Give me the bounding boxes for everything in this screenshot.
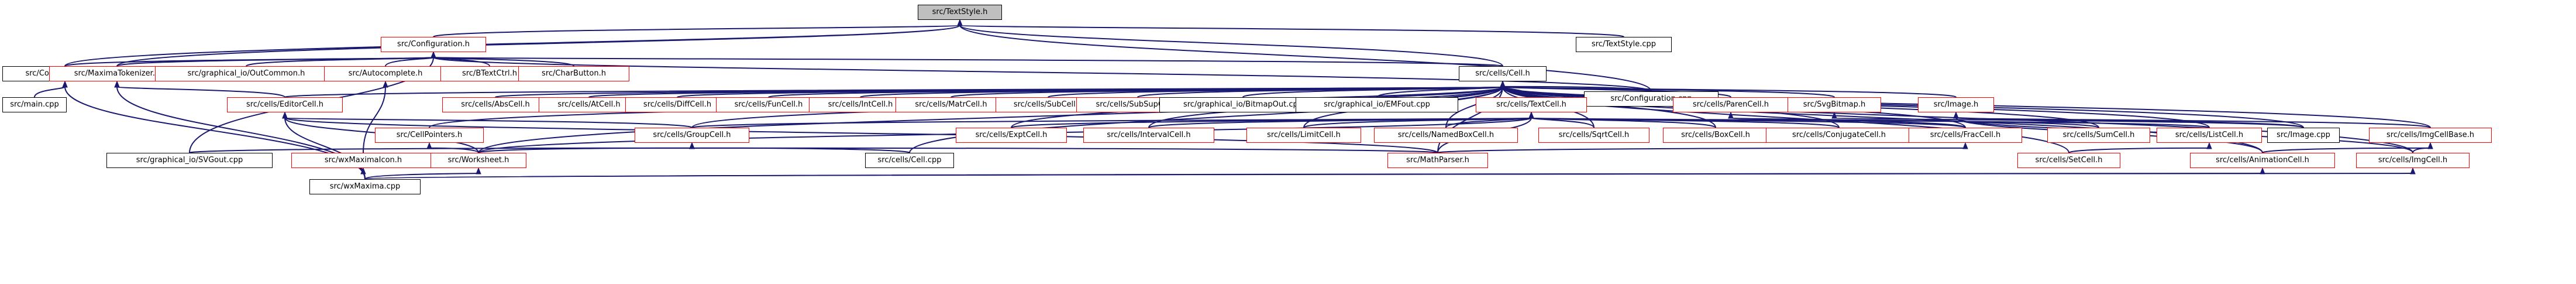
arrowhead <box>1500 80 1506 88</box>
node-abscell-h[interactable]: src/cells/AbsCell.h <box>442 97 549 112</box>
node-groupcell-h[interactable]: src/cells/GroupCell.h <box>635 128 749 143</box>
edge-textstyle-cpp-to-textstyle-h <box>959 25 1624 37</box>
node-matrcell-h[interactable]: src/cells/MatrCell.h <box>896 97 1007 112</box>
node-funcell-h[interactable]: src/cells/FunCell.h <box>716 97 821 112</box>
node-cell-h[interactable]: src/cells/Cell.h <box>1459 66 1547 81</box>
node-sumcell-h[interactable]: src/cells/SumCell.h <box>2047 128 2150 143</box>
node-limitcell-h[interactable]: src/cells/LimitCell.h <box>1246 128 1361 143</box>
node-main-cpp[interactable]: src/main.cpp <box>2 97 67 112</box>
node-wxmaxima-cpp[interactable]: src/wxMaxima.cpp <box>309 179 421 194</box>
node-outcommon-h[interactable]: src/graphical_io/OutCommon.h <box>155 66 338 81</box>
node-autocomplete-h[interactable]: src/Autocomplete.h <box>324 66 447 81</box>
edge-mathparser-h-to-editorcell-h <box>284 117 1438 153</box>
edge-mathparser-h-to-groupcell-h <box>691 147 1438 153</box>
edge-worksheet-h-to-groupcell-h <box>478 147 693 153</box>
arrowhead <box>114 80 120 88</box>
arrowhead <box>2427 142 2433 149</box>
node-svgbitmap-h[interactable]: src/SvgBitmap.h <box>1788 97 1881 112</box>
arrowhead <box>957 19 963 26</box>
edge-wxmaxima-cpp-to-worksheet-h <box>364 173 479 180</box>
node-worksheet-h[interactable]: src/Worksheet.h <box>431 153 526 168</box>
edge-configuration-cpp-to-cell-h <box>1502 85 1652 92</box>
edge-cell-h-to-textstyle-h <box>959 25 1503 67</box>
arrowhead <box>282 111 288 119</box>
edge-groupcell-h-to-editorcell-h <box>284 117 693 128</box>
edge-mathparser-h-to-fraccell-h <box>1437 147 1966 153</box>
edge-setcell-h-to-listcell-h <box>2068 147 2210 153</box>
edge-groupcell-h-to-textcell-h <box>691 117 1532 128</box>
arrowhead <box>1528 111 1534 119</box>
edge-configuration-cpp-to-configuration-h <box>433 57 1652 92</box>
arrowhead <box>1953 111 1959 119</box>
node-cell-cpp[interactable]: src/cells/Cell.cpp <box>865 153 954 168</box>
edge-configuration-cpp-to-textstyle-h <box>959 25 1652 92</box>
arrowhead <box>360 167 366 174</box>
node-listcell-h[interactable]: src/cells/ListCell.h <box>2157 128 2262 143</box>
node-mathparser-h[interactable]: src/MathParser.h <box>1387 153 1488 168</box>
arrowhead <box>383 80 388 88</box>
node-image-h[interactable]: src/Image.h <box>1918 97 1994 112</box>
arrowhead <box>1728 111 1734 119</box>
arrowhead <box>426 142 432 149</box>
edge-image-h-to-cell-h <box>1502 86 1957 98</box>
arrowhead <box>476 167 481 174</box>
node-textcell-h[interactable]: src/cells/TextCell.h <box>1476 97 1587 112</box>
arrowhead <box>1962 142 1968 149</box>
arrowhead <box>2206 142 2212 149</box>
edge-namedboxcell-h-to-textcell-h <box>1445 117 1532 128</box>
node-parencell-h[interactable]: src/cells/ParenCell.h <box>1673 97 1789 112</box>
edge-wxmaxima-cpp-to-editorcell-h <box>284 117 366 180</box>
edge-main-cpp-to-configdialogue-h <box>34 86 66 98</box>
edge-emfout-cpp-to-cell-h <box>1376 86 1503 98</box>
node-editorcell-h[interactable]: src/cells/EditorCell.h <box>227 97 343 112</box>
node-wxmaximaicon-h[interactable]: src/wxMaximaIcon.h <box>291 153 435 168</box>
node-intcell-h[interactable]: src/cells/IntCell.h <box>809 97 912 112</box>
node-sqrtcell-h[interactable]: src/cells/SqrtCell.h <box>1538 128 1649 143</box>
node-textstyle-cpp[interactable]: src/TextStyle.cpp <box>1576 37 1672 52</box>
edge-sumcell-h-to-parencell-h <box>1730 117 2099 128</box>
node-animationcell-h[interactable]: src/cells/AnimationCell.h <box>2190 153 2335 168</box>
arrowhead <box>1831 111 1837 119</box>
node-configuration-h[interactable]: src/Configuration.h <box>381 37 486 52</box>
node-namedboxcell-h[interactable]: src/cells/NamedBoxCell.h <box>1374 128 1518 143</box>
node-fraccell-h[interactable]: src/cells/FracCell.h <box>1909 128 2022 143</box>
node-svgout-cpp[interactable]: src/graphical_io/SVGout.cpp <box>106 153 273 168</box>
node-image-cpp[interactable]: src/Image.cpp <box>2267 128 2340 143</box>
node-intervalcell-h[interactable]: src/cells/IntervalCell.h <box>1083 128 1214 143</box>
edge-wxmaximaicon-h-to-autocomplete-h <box>363 86 386 153</box>
node-charbutton-h[interactable]: src/CharButton.h <box>518 66 629 81</box>
edge-wxmaxima-cpp-to-imgcell-h <box>364 173 2413 180</box>
edge-configuration-h-to-textstyle-h <box>433 25 960 37</box>
edge-editorcell-h-to-maximatokenizer-h <box>116 86 285 98</box>
node-imgcellbase-h[interactable]: src/cells/ImgCellBase.h <box>2369 128 2492 143</box>
node-atcell-h[interactable]: src/cells/AtCell.h <box>539 97 639 112</box>
arrowhead <box>2410 167 2416 174</box>
arrowhead <box>62 80 68 88</box>
edge-charbutton-h-to-configuration-h <box>433 57 574 67</box>
node-setcell-h[interactable]: src/cells/SetCell.h <box>2017 153 2120 168</box>
edge-outcommon-h-to-configuration-h <box>246 57 434 67</box>
node-textstyle-h[interactable]: src/TextStyle.h <box>918 5 1002 20</box>
edge-cell-h-to-configuration-h <box>433 57 1503 67</box>
node-boxcell-h[interactable]: src/cells/BoxCell.h <box>1663 128 1768 143</box>
edge-imgcellbase-h-to-image-h <box>1955 117 2431 128</box>
node-diffcell-h[interactable]: src/cells/DiffCell.h <box>625 97 729 112</box>
node-imgcell-h[interactable]: src/cells/ImgCell.h <box>2356 153 2470 168</box>
node-cellpointers-h[interactable]: src/CellPointers.h <box>375 128 484 143</box>
edge-maximatokenizer-h-to-textstyle-h <box>116 25 960 67</box>
arrowhead <box>689 142 695 149</box>
arrowhead <box>431 51 436 59</box>
node-conjugatecell-h[interactable]: src/cells/ConjugateCell.h <box>1766 128 1912 143</box>
node-exptcell-h[interactable]: src/cells/ExptCell.h <box>956 128 1067 143</box>
edge-cell-cpp-to-cell-h <box>909 86 1503 153</box>
node-emfout-cpp[interactable]: src/graphical_io/EMFout.cpp <box>1296 97 1458 112</box>
edge-cell-cpp-to-groupcell-h <box>691 147 910 153</box>
